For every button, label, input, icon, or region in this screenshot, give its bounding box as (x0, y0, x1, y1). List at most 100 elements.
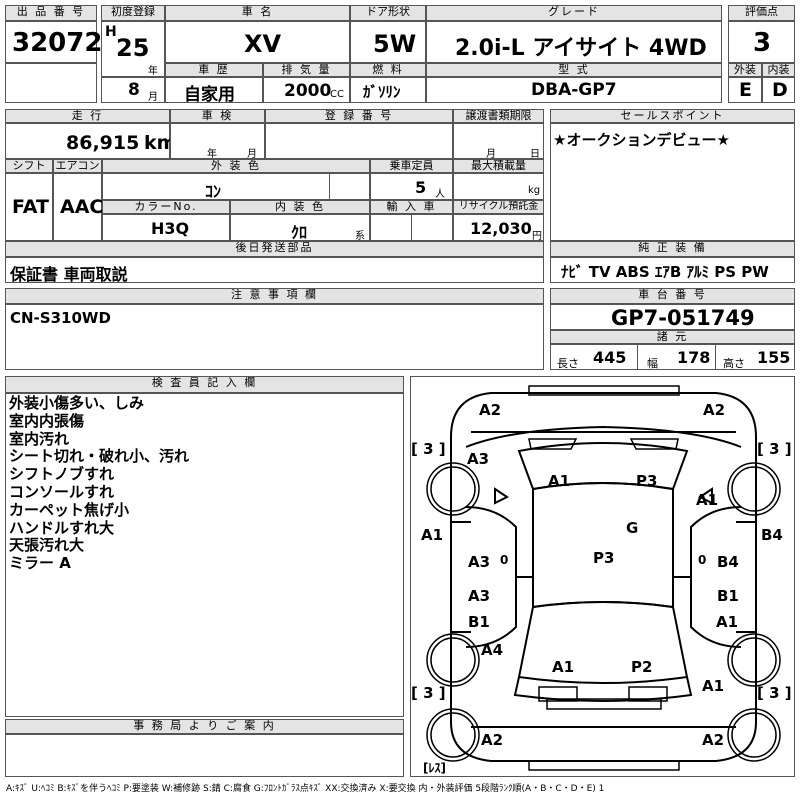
damage-mark: A1 (702, 677, 725, 695)
first-reg-header: 初度登録 (101, 5, 165, 21)
int-color-cell: ｸﾛ 系 (230, 214, 370, 242)
displacement: 2000 (284, 81, 332, 101)
import-header: 輸 入 車 (370, 200, 453, 214)
door-type: 5W (373, 30, 417, 58)
first-reg-cell: H 25 年 (101, 21, 165, 77)
inspector-cell: 外装小傷多い、しみ室内内張傷室内汚れシート切れ・破れ小、汚れシフトノブすれコンソ… (5, 393, 404, 717)
remark-line: ミラー A (9, 554, 71, 573)
damage-mark: A2 (703, 401, 726, 419)
grade-cell: 2.0i-L アイサイト 4WD (426, 21, 722, 63)
car-name-header: 車 名 (165, 5, 350, 21)
width-label: 幅 (647, 357, 658, 370)
damage-mark: B4 (717, 553, 739, 571)
int-color: ｸﾛ (291, 223, 308, 242)
office-header: 事 務 局 よ り ご 案 内 (5, 719, 404, 734)
reg-year: 25 (116, 34, 150, 62)
mileage-unit: km (144, 132, 177, 154)
model-header: 型 式 (426, 63, 722, 77)
damage-mark: [ﾚｽ] (423, 761, 446, 775)
damage-mark: 0 (698, 553, 707, 567)
displacement-unit: CC (330, 89, 344, 100)
later-parts-cell: 保証書 車両取説 (5, 257, 544, 284)
recycle-cell: 12,030 円 (453, 214, 544, 242)
int-grade-header: 内装 (762, 63, 795, 77)
length-label: 長さ (557, 357, 579, 370)
car-diagram (426, 385, 781, 771)
damage-mark: A1 (548, 472, 571, 490)
ext-color-cell: ｺﾝ (102, 173, 370, 201)
model-cell: DBA-GP7 (426, 77, 722, 103)
car-name-cell: XV (165, 21, 350, 63)
capacity-unit: 人 (435, 189, 445, 200)
dims-header: 諸 元 (550, 330, 795, 344)
damage-mark: A3 (467, 450, 490, 468)
chassis-header: 車 台 番 号 (550, 288, 795, 304)
capacity-header: 乗車定員 (370, 159, 453, 173)
damage-mark: A1 (421, 526, 444, 544)
shift-cell: FAT (5, 173, 53, 241)
height: 155 (757, 348, 791, 367)
damage-mark: [ 3 ] (757, 440, 792, 458)
fuel: ｶﾞｿﾘﾝ (363, 83, 401, 101)
ext-color: ｺﾝ (205, 182, 222, 201)
int-grade-cell: D (762, 77, 795, 103)
score-cell: 3 (728, 21, 795, 63)
remark-line: 天張汚れ大 (9, 536, 85, 555)
displacement-header: 排 気 量 (263, 63, 350, 77)
inspector-remarks: 外装小傷多い、しみ室内内張傷室内汚れシート切れ・破れ小、汚れシフトノブすれコンソ… (9, 394, 189, 573)
grade-header: グレード (426, 5, 722, 21)
transfer-day-unit: 日 (530, 149, 540, 160)
damage-mark: A1 (552, 658, 575, 676)
sales-point: ★オークションデビュー★ (553, 131, 730, 149)
recycle-amount: 12,030 (470, 219, 532, 238)
transfer-month-unit: 月 (486, 149, 496, 160)
displacement-cell: 2000 CC (263, 77, 350, 103)
inspection-cell: 年 月 (170, 123, 265, 160)
inspector-header: 検 査 員 記 入 欄 (5, 376, 404, 393)
lot-no-cell: 32072 (5, 21, 102, 63)
month-unit: 月 (148, 92, 158, 103)
color-no-cell: H3Q (102, 214, 230, 241)
insp-month-unit: 月 (247, 149, 257, 160)
remark-line: 室内内張傷 (9, 411, 85, 430)
recycle-header: リサイクル預託金 (453, 200, 544, 214)
lot-no-header: 出 品 番 号 (5, 5, 97, 21)
legend: A:ｷｽﾞ U:ﾍｺﾐ B:ｷｽﾞを伴うﾍｺﾐ P:要塗装 W:補修跡 S:錆 … (6, 784, 605, 794)
damage-mark: [ 3 ] (757, 684, 792, 702)
later-parts: 保証書 車両取説 (10, 265, 128, 284)
aircon-header: エアコン (53, 159, 102, 173)
width: 178 (677, 348, 711, 367)
length: 445 (593, 348, 627, 367)
door-header: ドア形状 (350, 5, 426, 21)
damage-mark: A2 (481, 731, 504, 749)
int-grade: D (772, 79, 788, 101)
damage-mark: P3 (593, 549, 615, 567)
remark-line: 外装小傷多い、しみ (9, 394, 145, 412)
damage-mark: [ 3 ] (411, 684, 446, 702)
int-color-header: 内 装 色 (230, 200, 370, 214)
transfer-header: 譲渡書類期限 (453, 109, 544, 123)
aircon: AAC (60, 196, 104, 218)
mileage-cell: 86,915 km (5, 123, 176, 159)
history-cell: 自家用 (165, 77, 263, 105)
remark-line: シフトノブすれ (9, 465, 115, 484)
history: 自家用 (184, 85, 235, 105)
damage-mark: B4 (761, 526, 783, 544)
mileage-header: 走 行 (5, 109, 170, 123)
office-cell (5, 734, 404, 777)
remark-line: コンソールすれ (9, 482, 115, 501)
ext-grade: E (739, 79, 752, 101)
damage-mark: [ 3 ] (411, 440, 446, 458)
capacity: 5 (415, 178, 427, 197)
genuine-header: 純 正 装 備 (550, 241, 795, 257)
shift: FAT (12, 196, 49, 218)
reg-no-header: 登 録 番 号 (265, 109, 453, 123)
remark-line: ハンドルすれ大 (9, 518, 115, 537)
genuine-equipment: ﾅﾋﾞ TV ABS ｴｱB ｱﾙﾐ PS PW (561, 263, 769, 281)
dims-cell: 長さ 445 幅 178 高さ 155 (550, 344, 795, 370)
import-cell (370, 214, 453, 241)
ext-grade-cell: E (728, 77, 762, 103)
sales-point-cell: ★オークションデビュー★ (550, 123, 795, 241)
height-label: 高さ (723, 357, 745, 370)
shift-header: シフト (5, 159, 53, 173)
